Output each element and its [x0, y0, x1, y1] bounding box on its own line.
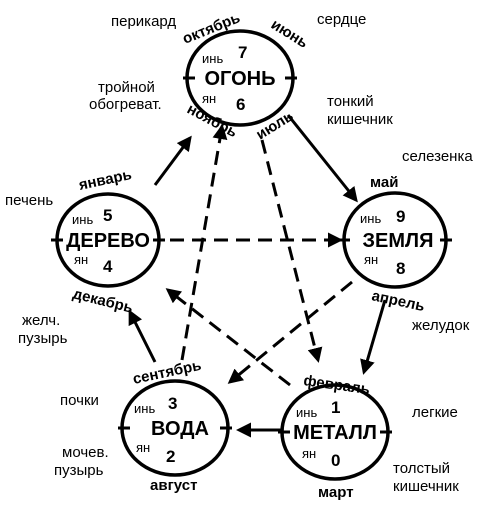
organ-large-intestine-line2: кишечник: [393, 478, 459, 495]
generating-cycle-arrows: [128, 114, 387, 438]
organ-kidneys: почки: [60, 392, 99, 409]
organ-bladder-line1: мочев.: [62, 444, 109, 461]
element-earth: ЗЕМЛЯ инь 9 ян 8: [338, 191, 452, 289]
month-january: январь: [77, 166, 133, 194]
element-fire: ОГОНЬ инь 7 ян 6: [183, 29, 297, 127]
yin-number-wood: 5: [103, 206, 112, 225]
organ-triple-heater-line1: тройной: [98, 79, 155, 96]
yang-label-water: ян: [136, 440, 150, 455]
arrow-metal-to-wood: [165, 288, 291, 387]
month-march: март: [318, 484, 354, 501]
yang-label-fire: ян: [202, 91, 216, 106]
yin-label-earth: инь: [360, 211, 381, 226]
element-name-water: ВОДА: [151, 418, 209, 440]
yin-label-water: инь: [134, 401, 155, 416]
arrow-earth-to-water: [227, 280, 353, 384]
element-name-wood: ДЕРЕВО: [66, 230, 150, 252]
organ-pericardium: перикард: [111, 13, 176, 30]
yin-number-earth: 9: [396, 207, 405, 226]
yang-number-fire: 6: [236, 95, 245, 114]
organ-gallbladder-line2: пузырь: [18, 330, 68, 347]
organ-large-intestine-line1: толстый: [393, 460, 450, 477]
organ-triple-heater-line2: обогреват.: [89, 96, 162, 113]
yang-label-earth: ян: [364, 252, 378, 267]
yang-number-water: 2: [166, 447, 175, 466]
month-august: август: [150, 477, 197, 494]
organ-gallbladder-line1: желч.: [22, 312, 60, 329]
arrow-earth-to-metal: [360, 299, 387, 375]
controlling-cycle-arrows: [165, 124, 353, 387]
organ-liver: печень: [5, 192, 53, 209]
organ-heart: сердце: [317, 11, 366, 28]
arrow-wood-to-fire: [153, 135, 192, 186]
yin-number-metal: 1: [331, 398, 340, 417]
yang-label-wood: ян: [74, 252, 88, 267]
organ-spleen: селезенка: [402, 148, 473, 165]
element-name-metal: МЕТАЛЛ: [293, 422, 377, 444]
yang-number-metal: 0: [331, 451, 340, 470]
yin-label-fire: инь: [202, 51, 223, 66]
arrow-fire-to-earth: [286, 114, 358, 203]
yin-label-metal: инь: [296, 405, 317, 420]
yin-label-wood: инь: [72, 212, 93, 227]
organ-small-intestine-line2: кишечник: [327, 111, 393, 128]
yin-number-fire: 7: [238, 43, 247, 62]
element-water: ВОДА инь 3 ян 2: [118, 379, 232, 477]
arrow-water-to-wood: [128, 309, 157, 363]
element-metal: МЕТАЛЛ инь 1 ян 0: [278, 383, 392, 481]
arrow-water-to-fire: [180, 124, 228, 361]
organ-lungs: легкие: [412, 404, 458, 421]
element-name-earth: ЗЕМЛЯ: [363, 230, 434, 252]
element-name-fire: ОГОНЬ: [204, 68, 275, 90]
yang-number-earth: 8: [396, 259, 405, 278]
month-may: май: [370, 174, 398, 191]
element-wood: ДЕРЕВО инь 5 ян 4: [51, 192, 165, 288]
organ-small-intestine-line1: тонкий: [327, 93, 374, 110]
organ-labels: перикард сердце тройной обогреват. тонки…: [5, 11, 473, 495]
yang-number-wood: 4: [103, 257, 113, 276]
arrow-fire-to-metal: [260, 139, 323, 363]
yang-label-metal: ян: [302, 446, 316, 461]
month-april: апрель: [370, 287, 426, 315]
yin-number-water: 3: [168, 394, 177, 413]
organ-bladder-line2: пузырь: [54, 462, 104, 479]
organ-stomach: желудок: [412, 317, 470, 334]
month-december: декабрь: [71, 285, 135, 316]
